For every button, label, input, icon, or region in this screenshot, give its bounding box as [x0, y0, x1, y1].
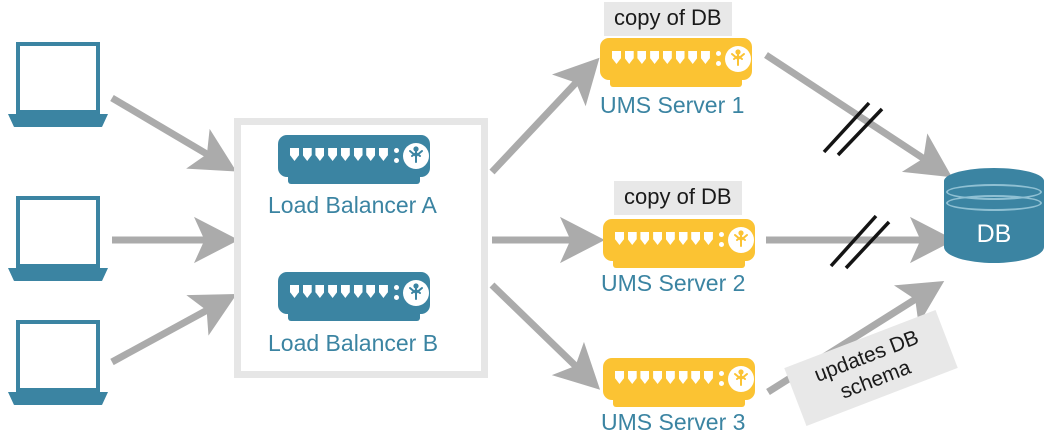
- network-topology-icon: [403, 143, 429, 169]
- ums-server-3-label: UMS Server 3: [601, 409, 746, 435]
- network-topology-icon: [725, 46, 751, 72]
- device-status-dots: [394, 285, 399, 305]
- device-foot: [288, 175, 420, 184]
- device-ports: [290, 285, 388, 298]
- laptop-base: [8, 268, 108, 281]
- load-balancer-a-label: Load Balancer A: [268, 192, 437, 218]
- db-ridge-2: [946, 195, 1042, 211]
- device-status-dots: [719, 232, 724, 252]
- device-ports: [615, 371, 713, 384]
- network-topology-icon: [728, 366, 754, 392]
- ums-server-2-label: UMS Server 2: [601, 270, 746, 296]
- laptop-screen: [16, 196, 100, 268]
- laptop-base: [8, 392, 108, 405]
- laptop-screen: [16, 320, 100, 392]
- laptop-base: [8, 114, 108, 127]
- device-status-dots: [719, 371, 724, 391]
- arrow-ums1-to-db: [764, 52, 953, 178]
- arrow-client1-to-lb: [110, 94, 237, 172]
- load-balancer-b-label: Load Balancer B: [268, 330, 439, 356]
- copy-of-db-tag-ums2: copy of DB: [614, 181, 742, 215]
- database-cylinder-icon[interactable]: DB: [944, 168, 1044, 276]
- broken-link-icon-ums2: [829, 214, 891, 270]
- network-topology-icon: [728, 227, 754, 253]
- device-ports: [612, 51, 710, 64]
- laptop-screen: [16, 42, 100, 114]
- device-foot: [613, 259, 745, 268]
- device-ports: [615, 232, 713, 245]
- broken-link-icon-ums1: [822, 101, 884, 157]
- device-foot: [610, 78, 742, 87]
- device-status-dots: [716, 51, 721, 71]
- device-status-dots: [394, 148, 399, 168]
- arrow-lb-to-ums3: [489, 282, 601, 390]
- network-topology-icon: [403, 280, 429, 306]
- device-foot: [613, 398, 745, 407]
- copy-of-db-tag-ums1: copy of DB: [604, 2, 732, 36]
- device-ports: [290, 148, 388, 161]
- arrow-lb-to-ums1: [489, 57, 600, 175]
- db-label: DB: [976, 220, 1012, 248]
- arrow-client3-to-lb: [110, 293, 237, 366]
- device-foot: [288, 312, 420, 321]
- ums-server-1-label: UMS Server 1: [600, 92, 745, 118]
